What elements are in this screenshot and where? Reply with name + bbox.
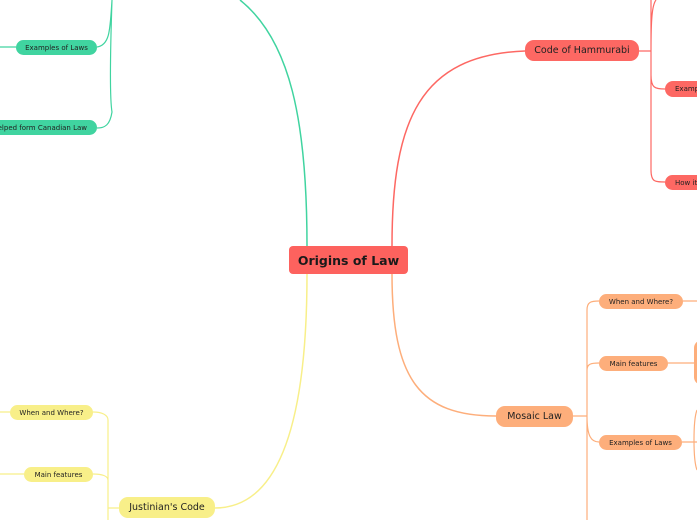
- node-mosaic-law[interactable]: Mosaic Law: [496, 406, 573, 427]
- node-mosaic-main-features[interactable]: Main features: [599, 356, 668, 371]
- node-label: elped form Canadian Law: [0, 123, 87, 132]
- node-green-examples[interactable]: Examples of Laws: [16, 40, 97, 55]
- node-hammurabi-how[interactable]: How it: [665, 175, 697, 190]
- node-code-of-hammurabi[interactable]: Code of Hammurabi: [525, 40, 639, 61]
- node-green-canadian-law[interactable]: elped form Canadian Law: [0, 120, 97, 135]
- node-justinians-code[interactable]: Justinian's Code: [119, 497, 215, 518]
- node-mosaic-when-where[interactable]: When and Where?: [599, 294, 683, 309]
- node-justinian-when-where[interactable]: When and Where?: [10, 405, 93, 420]
- node-justinian-main-features[interactable]: Main features: [24, 467, 93, 482]
- node-mosaic-partial[interactable]: [694, 340, 697, 385]
- node-hammurabi-examples[interactable]: Examp: [665, 81, 697, 97]
- node-mosaic-examples[interactable]: Examples of Laws: [599, 435, 682, 450]
- root-node[interactable]: Origins of Law: [289, 246, 408, 274]
